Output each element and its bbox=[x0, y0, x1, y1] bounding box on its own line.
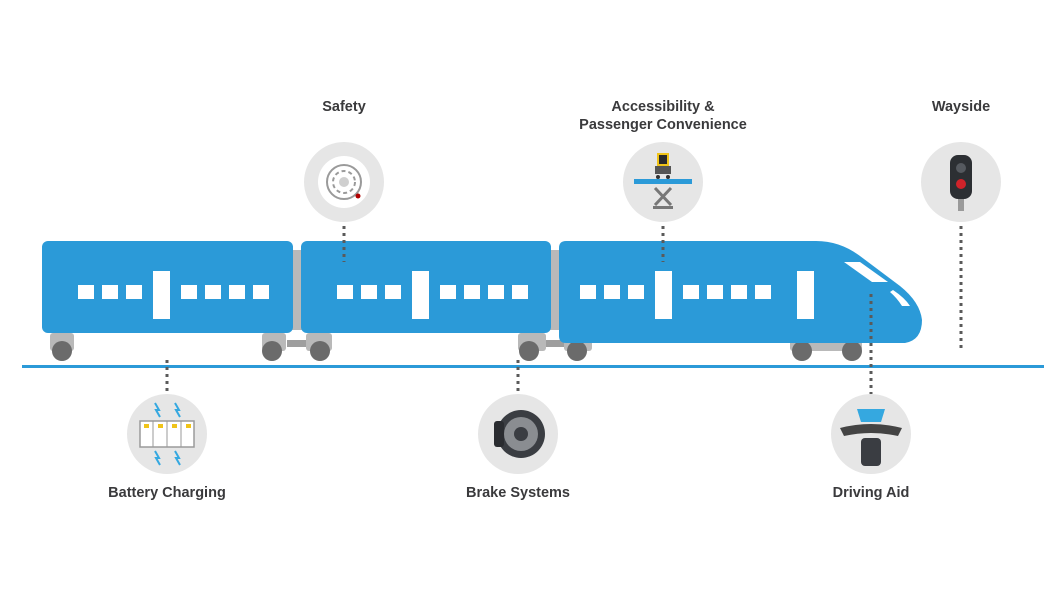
label-driving: Driving Aid bbox=[801, 484, 941, 502]
label-safety-text: Safety bbox=[322, 99, 366, 115]
label-wayside: Wayside bbox=[901, 98, 1021, 116]
label-brake: Brake Systems bbox=[438, 484, 598, 502]
label-wayside-text: Wayside bbox=[931, 99, 991, 115]
battery-charging-icon bbox=[127, 394, 207, 474]
brake-disc-icon bbox=[478, 394, 558, 474]
label-safety: Safety bbox=[294, 98, 394, 116]
coupler-1 bbox=[287, 250, 307, 347]
coupler-2 bbox=[545, 250, 565, 347]
label-battery-text: Battery Charging bbox=[108, 485, 226, 501]
signal-light-icon bbox=[921, 142, 1001, 222]
smoke-detector-icon bbox=[304, 142, 384, 222]
label-accessibility-line-1: Accessibility & bbox=[611, 99, 715, 115]
train-locomotive bbox=[559, 241, 922, 343]
label-accessibility: Accessibility & Passenger Convenience bbox=[553, 98, 773, 134]
wheelchair-lift-icon bbox=[623, 142, 703, 222]
track-line bbox=[22, 365, 1044, 368]
train-car-1 bbox=[42, 241, 293, 333]
label-driving-text: Driving Aid bbox=[832, 485, 910, 501]
driver-console-icon bbox=[831, 394, 911, 474]
connectors bbox=[165, 226, 963, 394]
label-brake-text: Brake Systems bbox=[466, 485, 570, 501]
label-accessibility-line-2: Passenger Convenience bbox=[579, 117, 747, 133]
train-car-2 bbox=[301, 241, 551, 333]
label-battery: Battery Charging bbox=[87, 484, 247, 502]
